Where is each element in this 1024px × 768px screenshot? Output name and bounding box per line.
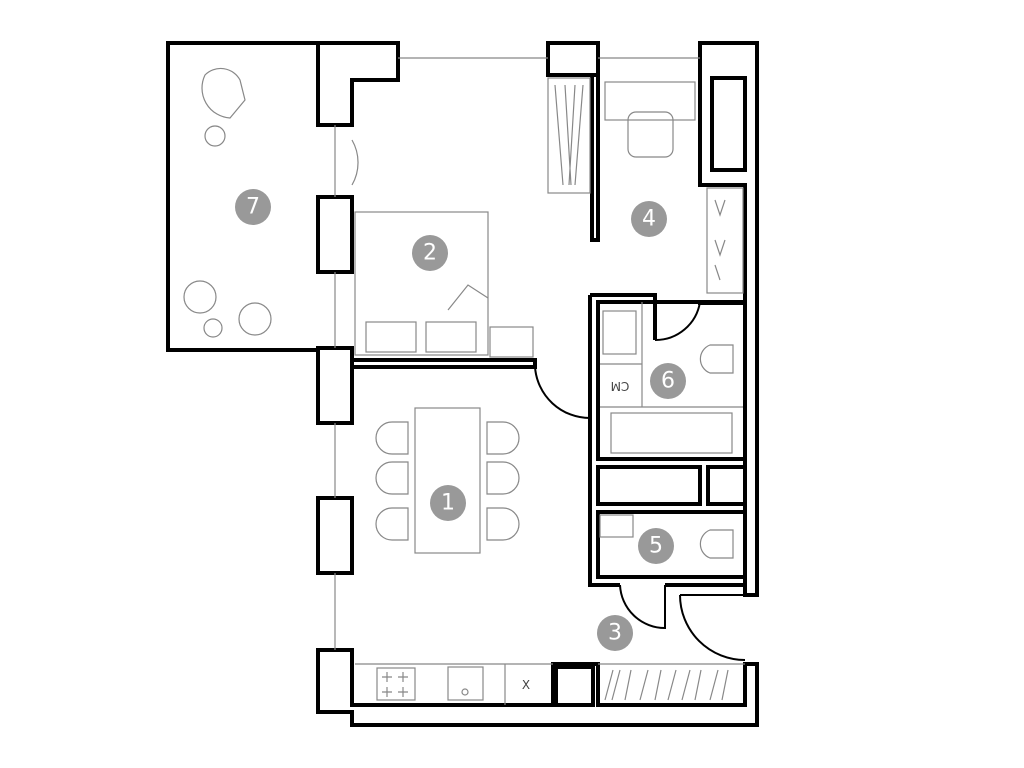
door (619, 584, 666, 630)
blanket-fold (447, 284, 489, 311)
side-table (204, 125, 226, 147)
wall-left-pier (316, 195, 354, 274)
desk (604, 81, 696, 121)
door (654, 301, 701, 342)
sink-drain (461, 688, 469, 696)
door (351, 139, 359, 186)
wardrobe (706, 187, 744, 294)
bed (354, 211, 489, 356)
svg-text:1: 1 (441, 491, 455, 516)
room-badge-4: 4 (631, 201, 667, 237)
hangers (554, 84, 584, 186)
nightstand (489, 326, 534, 358)
duct (710, 76, 747, 172)
washing-machine-label: CM (611, 379, 630, 393)
partition-bedroom-living (350, 358, 537, 369)
desk-chair (627, 111, 674, 158)
room-badge-2: 2 (412, 235, 448, 271)
entrance-door (679, 594, 746, 661)
balcony-outline (166, 41, 318, 352)
sink (447, 666, 484, 701)
pillow (365, 321, 417, 353)
svg-text:5: 5 (649, 534, 663, 559)
kitchen-mark: X (522, 678, 530, 692)
pillow (425, 321, 477, 353)
bathroom-6-walls (596, 300, 747, 461)
partition-room4 (590, 73, 600, 242)
washbasin (602, 310, 637, 355)
storage (706, 465, 747, 506)
plant (183, 280, 217, 314)
svg-text:6: 6 (661, 369, 675, 394)
wardrobe (547, 77, 591, 194)
stove (376, 667, 416, 701)
lounge-chair (201, 67, 246, 119)
wall-bottom (316, 648, 759, 727)
toilet (699, 529, 734, 559)
toilet (699, 344, 734, 374)
svg-text:4: 4 (642, 207, 656, 232)
hangers (714, 199, 726, 281)
plant (238, 302, 272, 336)
room-badge-1: 1 (430, 485, 466, 521)
room-badge-3: 3 (597, 615, 633, 651)
svg-text:2: 2 (423, 241, 437, 266)
svg-text:7: 7 (246, 195, 260, 220)
chimney (554, 665, 595, 707)
closet-hangers (604, 669, 729, 701)
room-badge-7: 7 (235, 189, 271, 225)
bathroom-5-walls (596, 510, 747, 579)
door (534, 366, 591, 420)
wall-left-pier (316, 346, 354, 425)
dining-table (414, 407, 481, 554)
burners (382, 672, 408, 697)
svg-text:3: 3 (608, 621, 622, 646)
wall-left-pier (316, 496, 354, 575)
washbasin (599, 514, 634, 538)
plant (203, 318, 223, 338)
chairs (375, 421, 520, 541)
room-badge-5: 5 (638, 528, 674, 564)
storage (596, 465, 702, 506)
room-badge-6: 6 (650, 363, 686, 399)
wall-top-pier (546, 41, 600, 77)
wall-left-top (316, 41, 400, 127)
bathtub (610, 412, 733, 454)
